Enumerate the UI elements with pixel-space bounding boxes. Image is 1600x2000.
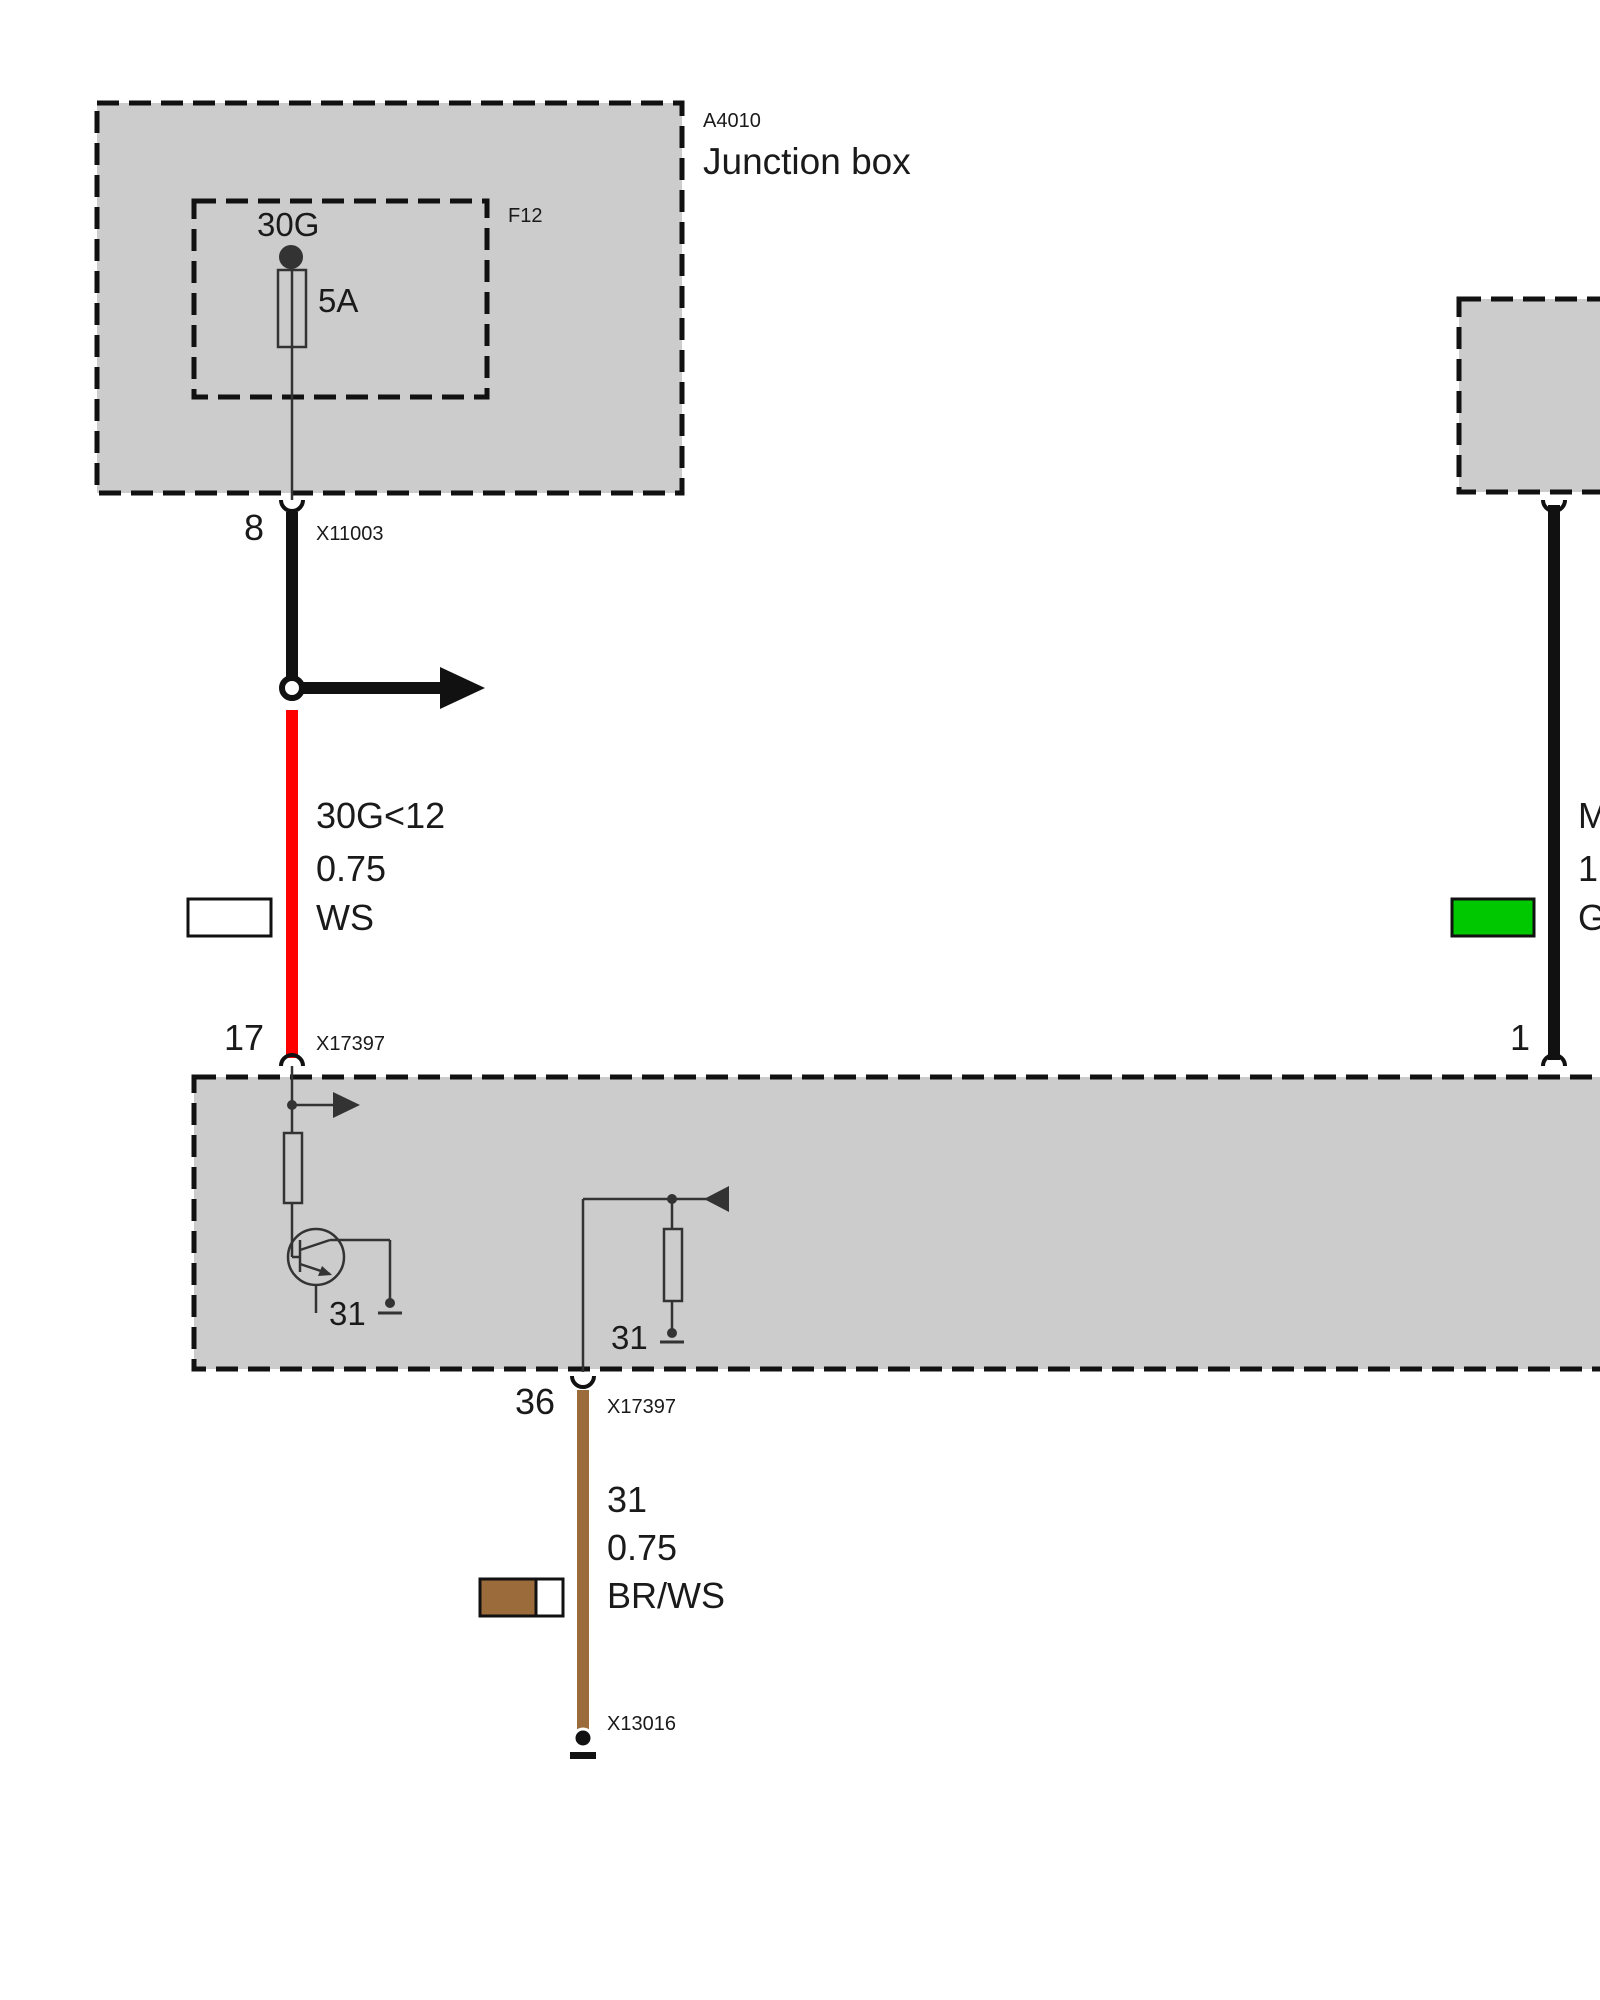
- ground-icon: [570, 1752, 596, 1759]
- ground-point-dot: [572, 1727, 594, 1749]
- right-wire-color-swatch: [1450, 897, 1536, 938]
- fuse-rating: 5A: [318, 282, 358, 319]
- arrow-left-icon: [672, 1186, 729, 1212]
- splice-node: [279, 675, 305, 701]
- connector-cup: [279, 499, 305, 513]
- connector-pin-label: 17: [224, 1017, 264, 1058]
- connector-cup: [279, 1053, 305, 1067]
- connector-id-label: X17397: [316, 1033, 385, 1055]
- right-wire-gauge: 1: [1578, 848, 1598, 889]
- feed-wire-signal: 30G<12: [316, 795, 445, 836]
- right-connector-cup: [1541, 499, 1567, 513]
- ground-wire-gauge: 0.75: [607, 1527, 677, 1568]
- connector-pin-label: 8: [244, 507, 264, 548]
- right-wire-color-code: G: [1578, 897, 1600, 938]
- connector-x17397-pin17: 17 X17397: [224, 1017, 385, 1067]
- right-connector-pin-label: 1: [1510, 1017, 1530, 1058]
- connector-id-label: X11003: [316, 523, 383, 545]
- ground-label-2: 31: [611, 1319, 648, 1356]
- feed-wire-color-swatch: [186, 897, 273, 938]
- junction-box-id: A4010: [703, 110, 761, 132]
- fuse-id: F12: [508, 205, 542, 227]
- control-module-outline: [191, 1074, 1600, 1372]
- connector-x11003: 8 X11003: [244, 499, 383, 548]
- fuse-icon: [276, 257, 308, 500]
- feed-wire-gauge: 0.75: [316, 848, 386, 889]
- ground-icon: [378, 1298, 402, 1315]
- junction-box: A4010 Junction box F12 30G 5A: [94, 100, 911, 500]
- arrow-right-icon: [292, 1092, 360, 1118]
- connector-pin-label: 36: [515, 1381, 555, 1422]
- ground-icon: [660, 1328, 684, 1344]
- right-module-outline: [1456, 296, 1600, 495]
- ground-wire-color-code: BR/WS: [607, 1575, 725, 1616]
- transistor-icon: [286, 1227, 392, 1313]
- ground-wire-signal: 31: [607, 1479, 647, 1520]
- right-wire-signal: M: [1578, 795, 1600, 836]
- junction-box-outline: [94, 100, 685, 496]
- right-module: M 1 G 1: [1450, 296, 1600, 1067]
- ground-point-x13016: X13016: [570, 1713, 676, 1759]
- connector-cup: [570, 1375, 596, 1389]
- right-module-connector-cup: [1541, 1053, 1567, 1067]
- ground-point-id: X13016: [607, 1713, 676, 1735]
- ground-label-1: 31: [329, 1295, 366, 1332]
- junction-box-title: Junction box: [703, 141, 911, 182]
- fuse-terminal-label: 30G: [257, 206, 319, 243]
- feed-wire: 30G<12 0.75 WS: [186, 512, 485, 1058]
- fuse-holder-outline: [191, 198, 490, 400]
- control-module: 31 31: [191, 1066, 1600, 1372]
- arrow-right-icon: [292, 667, 485, 709]
- ground-wire: 31 0.75 BR/WS: [478, 1390, 725, 1730]
- connector-x17397-pin36: 36 X17397: [515, 1375, 676, 1422]
- feed-wire-color-code: WS: [316, 897, 374, 938]
- connector-id-label: X17397: [607, 1396, 676, 1418]
- ground-wire-color-swatch: [478, 1577, 565, 1618]
